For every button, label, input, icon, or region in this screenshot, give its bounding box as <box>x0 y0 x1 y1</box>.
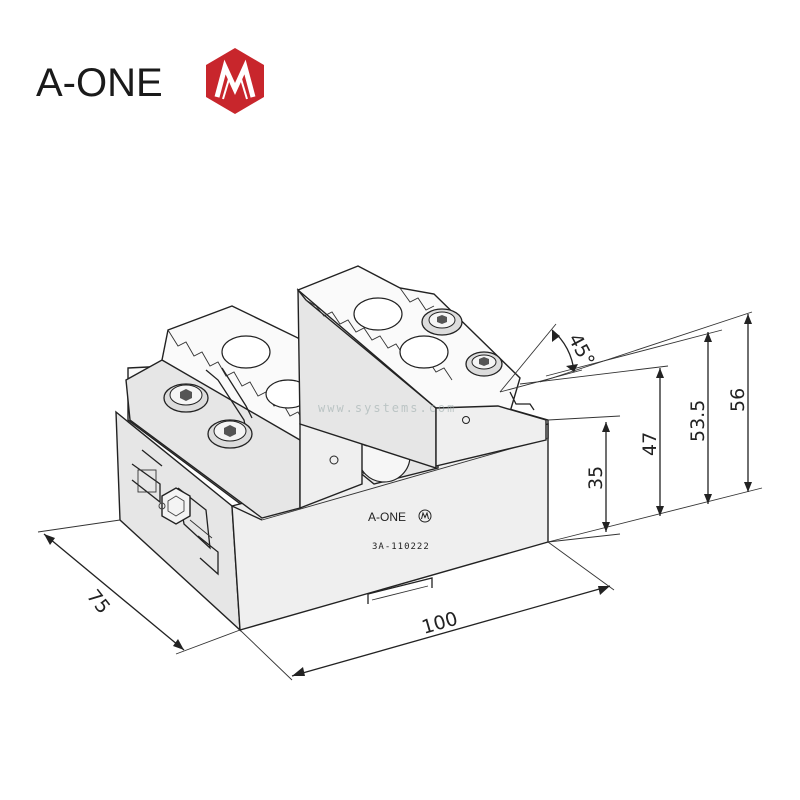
hex-bolt-icon <box>158 487 191 525</box>
engraved-brand: A-ONE <box>368 510 406 524</box>
brand-name: A-ONE <box>36 61 163 105</box>
dim-35: 35 <box>585 466 607 490</box>
engraved-logo-icon <box>418 509 432 523</box>
brand-header: A-ONE <box>36 48 264 114</box>
socket-screw-icon <box>421 308 463 336</box>
front-engraving: A-ONE 3A-110222 <box>368 509 432 552</box>
dimension-lines <box>37 311 763 681</box>
dim-100: 100 <box>419 608 460 639</box>
dim-53-5: 53.5 <box>687 400 709 442</box>
brand-logo-icon <box>206 48 264 114</box>
socket-screw-icon <box>207 419 253 449</box>
right-jaw <box>296 265 547 469</box>
base-bottom-slot <box>367 577 433 604</box>
socket-screw-icon <box>465 351 503 377</box>
dim-47: 47 <box>639 432 661 456</box>
vise-illustration: A-ONE 3A-110222 www.systems.com <box>115 265 549 632</box>
dim-56: 56 <box>727 388 749 412</box>
serial-number: 3A-110222 <box>372 542 430 552</box>
socket-screw-icon <box>163 383 209 413</box>
dim-75: 75 <box>82 586 114 619</box>
dimension-labels: 35 47 53.5 56 100 75 45° <box>82 330 749 639</box>
watermark-text: www.systems.com <box>318 401 456 415</box>
